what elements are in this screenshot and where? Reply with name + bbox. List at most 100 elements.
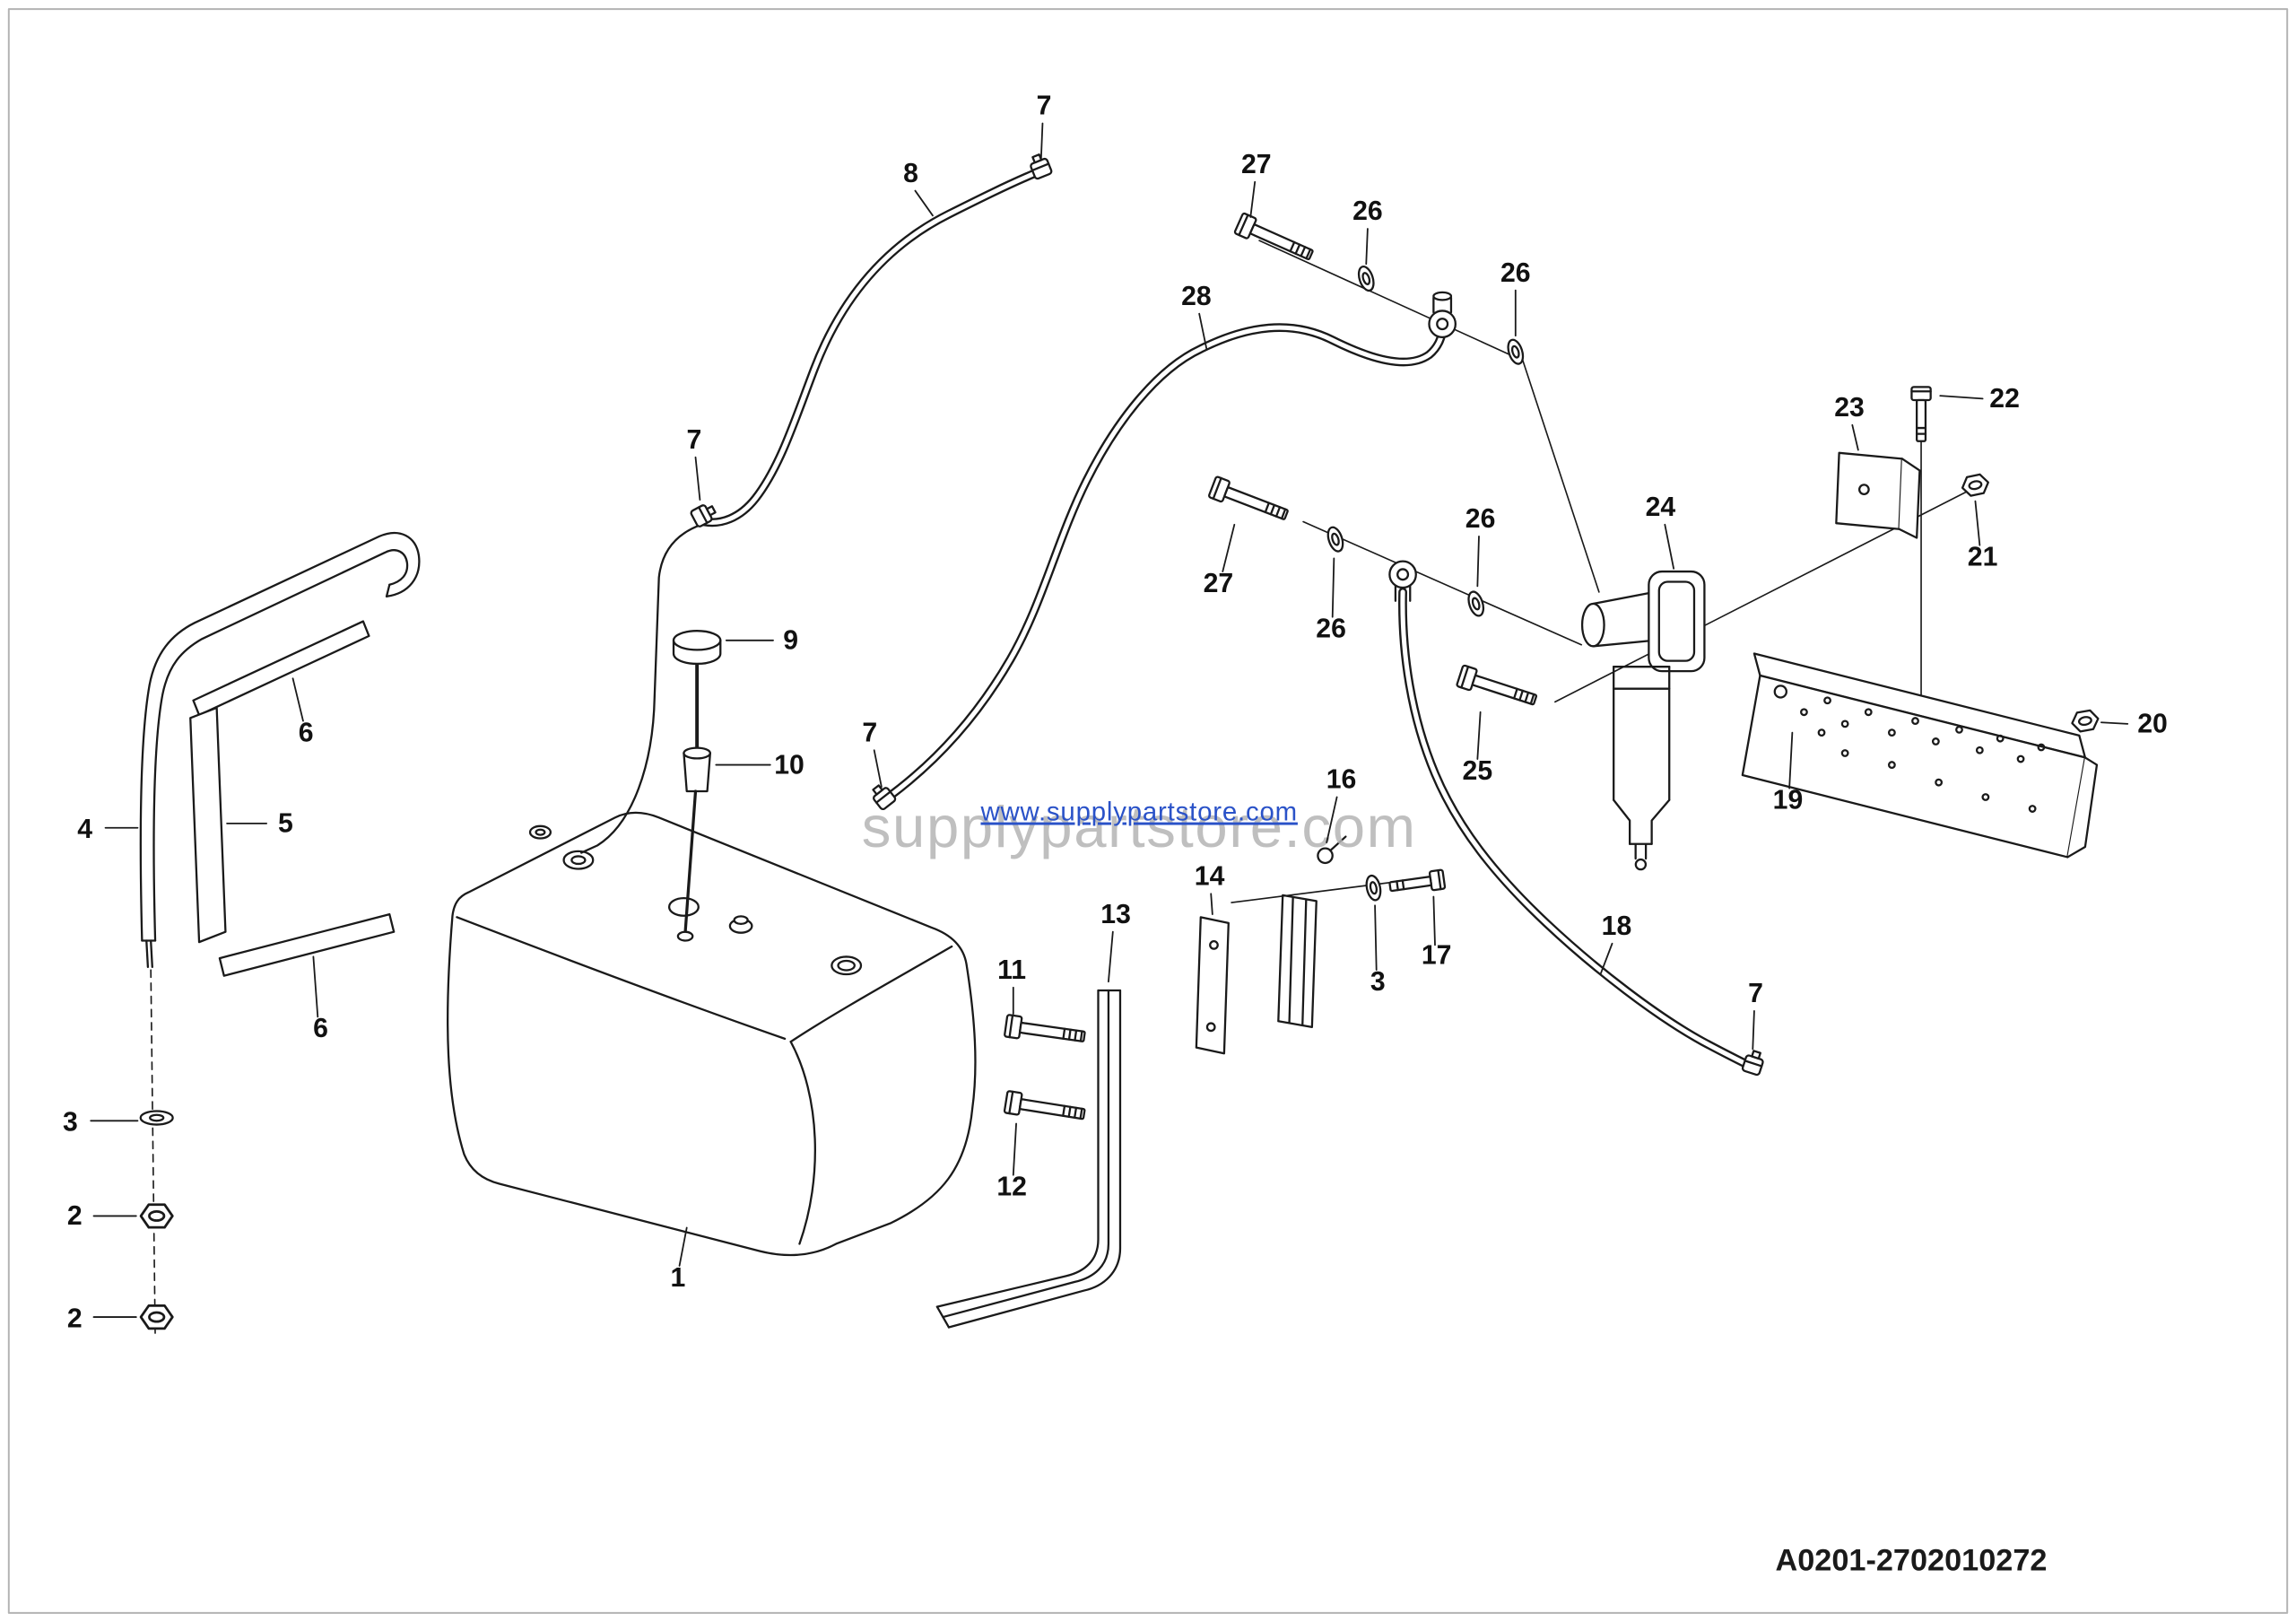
banjo-fitting (1388, 560, 1417, 589)
banjo-bolt-assembly-upper (1233, 212, 1600, 593)
callout-label: 3 (1370, 967, 1386, 997)
nut (139, 1304, 174, 1330)
channel-bracket-19 (1741, 652, 2099, 859)
callout-label: 11 (997, 955, 1026, 985)
leader-line (1939, 395, 1984, 400)
callout-label: 17 (1422, 941, 1452, 971)
fuel-hose-18 (1398, 588, 1767, 1077)
mount-bracket-23 (1835, 451, 1921, 539)
banjo-bolt-assembly-lower (1207, 475, 1583, 646)
small-hardware-middle (1231, 835, 1447, 903)
callout-label: 7 (686, 425, 701, 455)
washer (1324, 524, 1347, 554)
callout-label: 7 (1037, 92, 1052, 121)
callout-label: 4 (77, 815, 92, 844)
leader-line (1599, 942, 1613, 975)
nut (139, 1203, 174, 1229)
angle-bracket-13 (935, 989, 1122, 1329)
leader-line (1039, 122, 1044, 160)
fuel-hose-8 (580, 151, 1054, 854)
washer (1465, 589, 1488, 619)
callout-label: 12 (996, 1173, 1027, 1202)
callout-label: 27 (1241, 150, 1272, 179)
leader-line (291, 677, 304, 722)
leader-line (2100, 721, 2129, 725)
hose-clamp (1741, 1048, 1767, 1077)
watermark-url: www.supplypartstore.com (979, 798, 1297, 827)
page-border (7, 8, 2289, 1614)
leader-line (1198, 312, 1208, 350)
tank-strap (139, 532, 421, 969)
strap-hardware (139, 969, 174, 1338)
callout-label: 5 (278, 809, 293, 839)
callout-label: 27 (1204, 569, 1234, 598)
leader-line (1326, 796, 1338, 844)
callout-label: 21 (1968, 543, 1998, 572)
leader-line (873, 749, 883, 788)
small-channel (1277, 894, 1318, 1028)
bolt-17 (1387, 868, 1447, 897)
leader-line (1974, 500, 1981, 546)
callout-label: 24 (1646, 493, 1676, 522)
leader-line (1331, 557, 1335, 618)
leader-line (1476, 711, 1482, 760)
dipstick-and-cap (672, 630, 722, 942)
callout-label: 19 (1773, 786, 1804, 815)
callout-label: 9 (783, 626, 798, 656)
drawing-number: A0201-2702010272 (1775, 1544, 2047, 1578)
bolt-22 (1910, 386, 1932, 702)
fuel-hose-28 (867, 323, 1448, 812)
leader-line (678, 1226, 688, 1267)
callout-label: 26 (1316, 615, 1346, 644)
watermark: supplypartstore.com www.supplypartstore.… (862, 794, 1415, 859)
leader-line (694, 456, 701, 501)
callout-label: 14 (1195, 861, 1225, 891)
callout-label: 26 (1500, 258, 1531, 288)
leader-line (1476, 535, 1480, 588)
leader-line (1108, 930, 1114, 983)
callout-label: 1 (671, 1263, 686, 1293)
callout-label: 16 (1326, 765, 1357, 795)
pump-bolt (1455, 664, 1540, 712)
banjo-fitting (1428, 310, 1457, 338)
leader-line (1365, 228, 1369, 266)
leader-line (1210, 893, 1213, 916)
callout-label: 26 (1465, 504, 1496, 534)
bolt-11 (1003, 1013, 1087, 1049)
callout-label: 23 (1834, 393, 1865, 423)
callout-label: 20 (2137, 710, 2168, 739)
fuel-tank (446, 811, 977, 1257)
strap-pads (189, 620, 396, 977)
leader-line (1432, 895, 1436, 946)
washer (1363, 873, 1384, 903)
washer (1504, 336, 1527, 367)
bolt (1910, 386, 1932, 442)
callout-label: 7 (1748, 979, 1763, 1008)
banjo-bolt (1207, 475, 1292, 527)
leader-line (1012, 1122, 1017, 1176)
callout-label: 6 (313, 1014, 328, 1043)
callout-label: 10 (774, 750, 804, 780)
leader-line (1664, 523, 1675, 570)
callout-label: 28 (1181, 282, 1212, 311)
washer (1354, 263, 1378, 294)
leader-line (1374, 904, 1378, 972)
callout-label: 2 (67, 1201, 83, 1231)
callout-label: 6 (299, 718, 314, 747)
callout-label: 13 (1100, 900, 1131, 929)
leader-line (1788, 731, 1794, 789)
callout-label: 25 (1463, 756, 1493, 786)
callout-label: 8 (903, 159, 918, 188)
callout-label: 22 (1989, 384, 2020, 414)
leader-line (1249, 180, 1257, 218)
nut-21 (1959, 472, 1992, 499)
mount-plate-14 (1195, 916, 1230, 1055)
leader-line (312, 955, 319, 1018)
callout-label: 2 (67, 1304, 83, 1334)
callout-label: 7 (862, 718, 877, 747)
banjo-bolt (1233, 212, 1317, 266)
callouts: 7 8 27 26 26 28 23 22 7 24 21 26 27 9 26… (63, 92, 2168, 1334)
leader-line (1222, 523, 1236, 572)
